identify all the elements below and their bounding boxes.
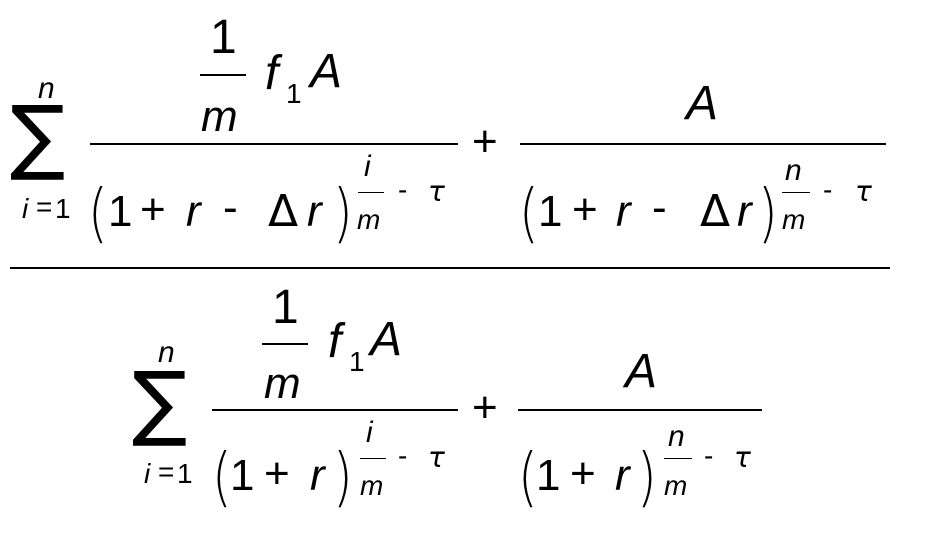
- sum-index: i: [22, 193, 29, 224]
- a-var: A: [370, 313, 403, 366]
- a-var: A: [686, 77, 719, 130]
- one: 1: [230, 451, 255, 500]
- exp-denominator: m: [782, 204, 806, 235]
- minus-sign: -: [223, 183, 238, 232]
- delta-symbol: Δ: [700, 186, 731, 237]
- left-paren: (: [519, 176, 539, 251]
- plus-sign: +: [570, 449, 596, 498]
- exp-numerator: i: [366, 416, 373, 449]
- coef-numerator: 1: [272, 281, 299, 334]
- exp-bar: [360, 458, 386, 459]
- f-subscript: 1: [349, 346, 365, 377]
- r-var: r: [307, 187, 322, 236]
- exp-minus: -: [823, 174, 833, 205]
- exp-minus: -: [704, 440, 714, 471]
- exp-denominator: m: [664, 470, 688, 501]
- one: 1: [108, 187, 133, 236]
- tau-symbol: τ: [734, 441, 751, 474]
- exp-bar: [782, 192, 810, 193]
- f-var: f: [328, 315, 342, 368]
- exp-numerator: i: [364, 150, 371, 183]
- exp-numerator: n: [785, 154, 802, 187]
- sum-sign: ∑: [132, 355, 188, 450]
- fraction-bar: [90, 143, 458, 145]
- sum-upper-limit: n: [38, 72, 55, 105]
- f-subscript: 1: [286, 78, 302, 109]
- fraction-bar: [518, 409, 762, 411]
- plus-sign: +: [472, 117, 498, 166]
- r-var: r: [615, 451, 630, 500]
- exp-minus: -: [398, 174, 408, 205]
- tau-symbol: τ: [428, 441, 445, 474]
- a-var: A: [625, 345, 658, 398]
- a-var: A: [310, 45, 343, 98]
- coef-denominator: m: [264, 359, 301, 408]
- left-paren: (: [518, 440, 538, 515]
- sum-index: i: [144, 458, 151, 489]
- r-var: r: [616, 187, 631, 236]
- plus-sign: +: [572, 185, 598, 234]
- exp-minus: -: [398, 440, 408, 471]
- exp-bar: [358, 192, 384, 193]
- exp-bar: [664, 458, 692, 459]
- tau-symbol: τ: [855, 175, 872, 208]
- left-paren: (: [212, 440, 232, 515]
- fraction-bar: [520, 143, 886, 145]
- exp-denominator: m: [357, 204, 381, 235]
- tau-symbol: τ: [428, 175, 445, 208]
- plus-sign: +: [264, 449, 290, 498]
- sum-equals: =: [158, 456, 175, 487]
- sum-equals: =: [36, 191, 53, 222]
- coef-denominator: m: [201, 92, 238, 141]
- coef-numerator: 1: [210, 11, 237, 64]
- minus-sign: -: [652, 183, 667, 232]
- sum-start: 1: [177, 458, 193, 489]
- f-var: f: [265, 47, 279, 100]
- plus-sign: +: [140, 185, 166, 234]
- one: 1: [538, 187, 563, 236]
- delta-symbol: Δ: [268, 186, 299, 237]
- right-paren: ): [758, 176, 778, 251]
- right-paren: ): [333, 176, 353, 251]
- r-var: r: [737, 187, 752, 236]
- sum-start: 1: [55, 193, 71, 224]
- coef-bar: [200, 74, 246, 76]
- exp-numerator: n: [668, 420, 685, 453]
- sum-upper-limit: n: [158, 336, 175, 369]
- right-paren: ): [333, 440, 353, 515]
- one: 1: [536, 451, 561, 500]
- fraction-bar: [212, 409, 458, 411]
- main-fraction-bar: [10, 267, 890, 269]
- plus-sign: +: [472, 383, 498, 432]
- r-var: r: [310, 451, 325, 500]
- sum-sign: ∑: [10, 89, 66, 184]
- r-var: r: [186, 187, 201, 236]
- right-paren: ): [637, 440, 657, 515]
- left-paren: (: [88, 176, 108, 251]
- coef-bar: [262, 343, 308, 345]
- exp-denominator: m: [360, 470, 384, 501]
